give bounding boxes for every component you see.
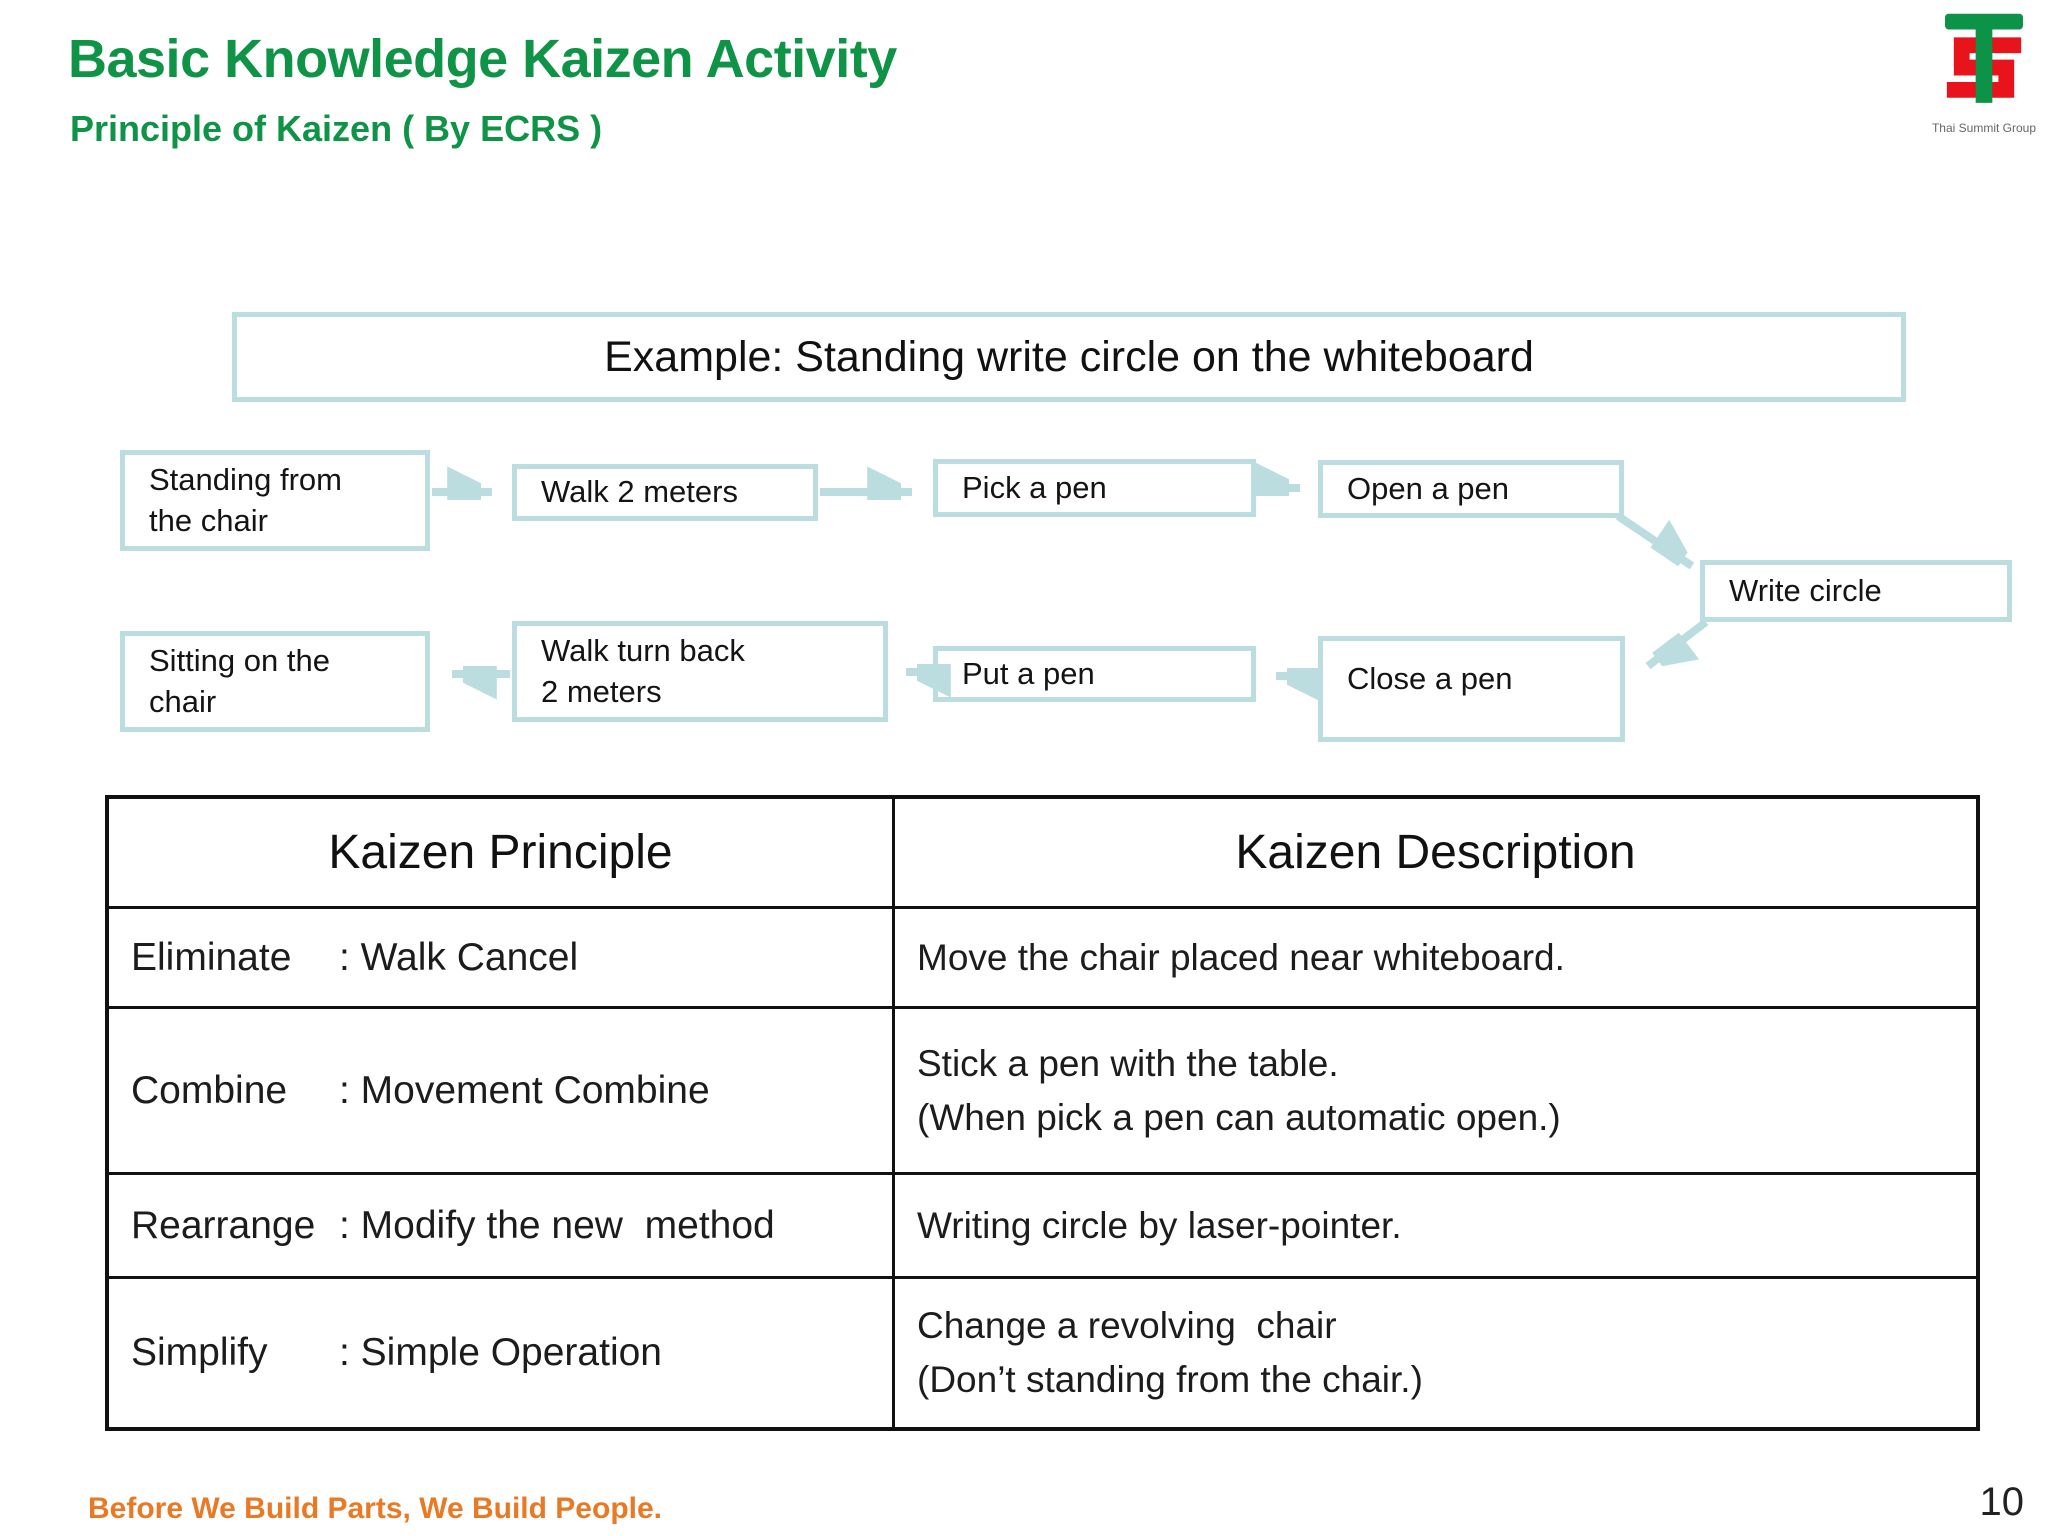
arrow-write-to-close — [1645, 618, 1709, 666]
principle-term: Simplify — [131, 1331, 268, 1374]
principle-term: Eliminate — [131, 935, 292, 979]
example-banner: Example: Standing write circle on the wh… — [232, 312, 1906, 402]
flow-box-sitting-on-chair: Sitting on the chair — [120, 631, 430, 732]
description-line: (When pick a pen can automatic open.) — [917, 1096, 1561, 1138]
flow-box-walk-2-meters: Walk 2 meters — [512, 464, 818, 521]
principle-term: Rearrange — [131, 1203, 316, 1247]
flow-box-text: Pick a pen — [962, 469, 1107, 505]
table-cell-description: Stick a pen with the table. (When pick a… — [895, 1009, 1976, 1175]
flow-box-pick-a-pen: Pick a pen — [933, 459, 1256, 517]
company-logo: Thai Summit Group — [1928, 10, 2040, 135]
logo-caption: Thai Summit Group — [1931, 121, 2037, 135]
flow-box-text: Sitting on the — [149, 643, 330, 679]
footer-motto: Before We Build Parts, We Build People. — [88, 1492, 662, 1525]
flow-box-text: Open a pen — [1347, 470, 1510, 506]
flow-box-text: Walk turn back — [541, 633, 745, 669]
flow-box-text: Walk 2 meters — [541, 474, 738, 510]
flow-box-close-a-pen: Close a pen — [1318, 636, 1625, 742]
table-cell-principle: Simplify : Simple Operation — [109, 1279, 895, 1427]
page-number: 10 — [1979, 1480, 2025, 1524]
thai-summit-logo-icon — [1945, 13, 2023, 103]
description-line: Move the chair placed near whiteboard. — [917, 936, 1565, 978]
flow-box-text: 2 meters — [541, 673, 662, 709]
flow-box-write-circle: Write circle — [1700, 560, 2012, 622]
table-cell-description: Writing circle by laser-pointer. — [895, 1175, 1976, 1279]
description-line: Change a revolving chair — [917, 1305, 1337, 1347]
slide-title: Basic Knowledge Kaizen Activity — [68, 29, 897, 89]
principle-method: : Movement Combine — [339, 1068, 710, 1112]
table-header-principle: Kaizen Principle — [109, 799, 895, 909]
flow-box-put-a-pen: Put a pen — [933, 646, 1256, 702]
flow-box-open-a-pen: Open a pen — [1318, 460, 1624, 518]
table-cell-principle: Combine : Movement Combine — [109, 1009, 895, 1175]
table-cell-principle: Eliminate : Walk Cancel — [109, 909, 895, 1009]
description-line: (Don’t standing from the chair.) — [917, 1359, 1423, 1400]
flow-box-standing-from-chair: Standing from the chair — [120, 450, 430, 551]
flow-box-text: Put a pen — [962, 655, 1095, 691]
slide-subtitle: Principle of Kaizen ( By ECRS ) — [70, 108, 603, 149]
principle-method: : Walk Cancel — [339, 935, 579, 979]
principle-method: : Simple Operation — [339, 1331, 662, 1374]
principle-method: : Modify the new method — [339, 1203, 775, 1247]
flow-box-text: Standing from — [149, 462, 342, 498]
flow-box-text: chair — [149, 683, 217, 719]
flow-box-walk-turn-back: Walk turn back 2 meters — [512, 621, 888, 722]
kaizen-table: Kaizen Principle Kaizen Description Elim… — [105, 795, 1980, 1431]
description-line: Writing circle by laser-pointer. — [917, 1204, 1402, 1246]
flow-box-text: Write circle — [1729, 572, 1882, 608]
table-header-description: Kaizen Description — [895, 799, 1976, 909]
arrow-open-to-write — [1615, 512, 1692, 570]
description-line: Stick a pen with the table. — [917, 1042, 1339, 1084]
flow-box-text: the chair — [149, 502, 268, 538]
principle-term: Combine — [131, 1068, 288, 1112]
table-cell-principle: Rearrange : Modify the new method — [109, 1175, 895, 1279]
table-cell-description: Move the chair placed near whiteboard. — [895, 909, 1976, 1009]
table-cell-description: Change a revolving chair (Don’t standing… — [895, 1279, 1976, 1427]
flow-box-text: Close a pen — [1347, 661, 1513, 696]
